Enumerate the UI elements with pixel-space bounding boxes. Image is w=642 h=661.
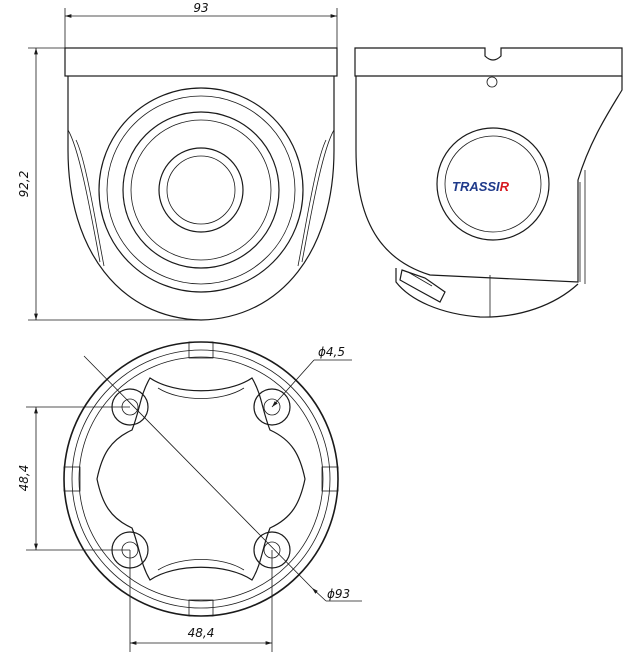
bottom-outer-rim	[63, 341, 339, 617]
front-outer-bezel	[98, 87, 304, 293]
side-dome-body	[355, 76, 623, 283]
mount-hole-top-right	[253, 388, 291, 426]
side-base	[395, 268, 579, 318]
side-lens-circle	[436, 127, 550, 241]
base-diameter-line	[83, 355, 313, 589]
brand-logo: TRASSIR	[452, 179, 510, 194]
side-screw-hole	[486, 76, 498, 88]
front-lens-housing	[122, 111, 280, 269]
front-view: 93 92,2	[17, 1, 338, 321]
front-top-cap	[64, 47, 338, 77]
base-diameter-label: ϕ93	[327, 587, 350, 601]
front-height-label: 92,2	[17, 171, 31, 198]
bottom-view: ϕ93 ϕ4,5 48,4 48,4	[17, 341, 362, 652]
hole-spacing-horizontal-label: 48,4	[188, 626, 215, 640]
hole-spacing-vertical-label: 48,4	[17, 465, 31, 492]
bottom-cross-boss	[96, 377, 306, 581]
side-top-cap	[354, 47, 623, 77]
side-cable-gland	[399, 269, 446, 303]
front-dome-body	[67, 76, 335, 321]
front-width-label: 93	[193, 1, 208, 15]
side-view: TRASSIR	[354, 47, 623, 318]
hole-diameter-label: ϕ4,5	[318, 345, 345, 359]
front-lens	[158, 147, 244, 233]
